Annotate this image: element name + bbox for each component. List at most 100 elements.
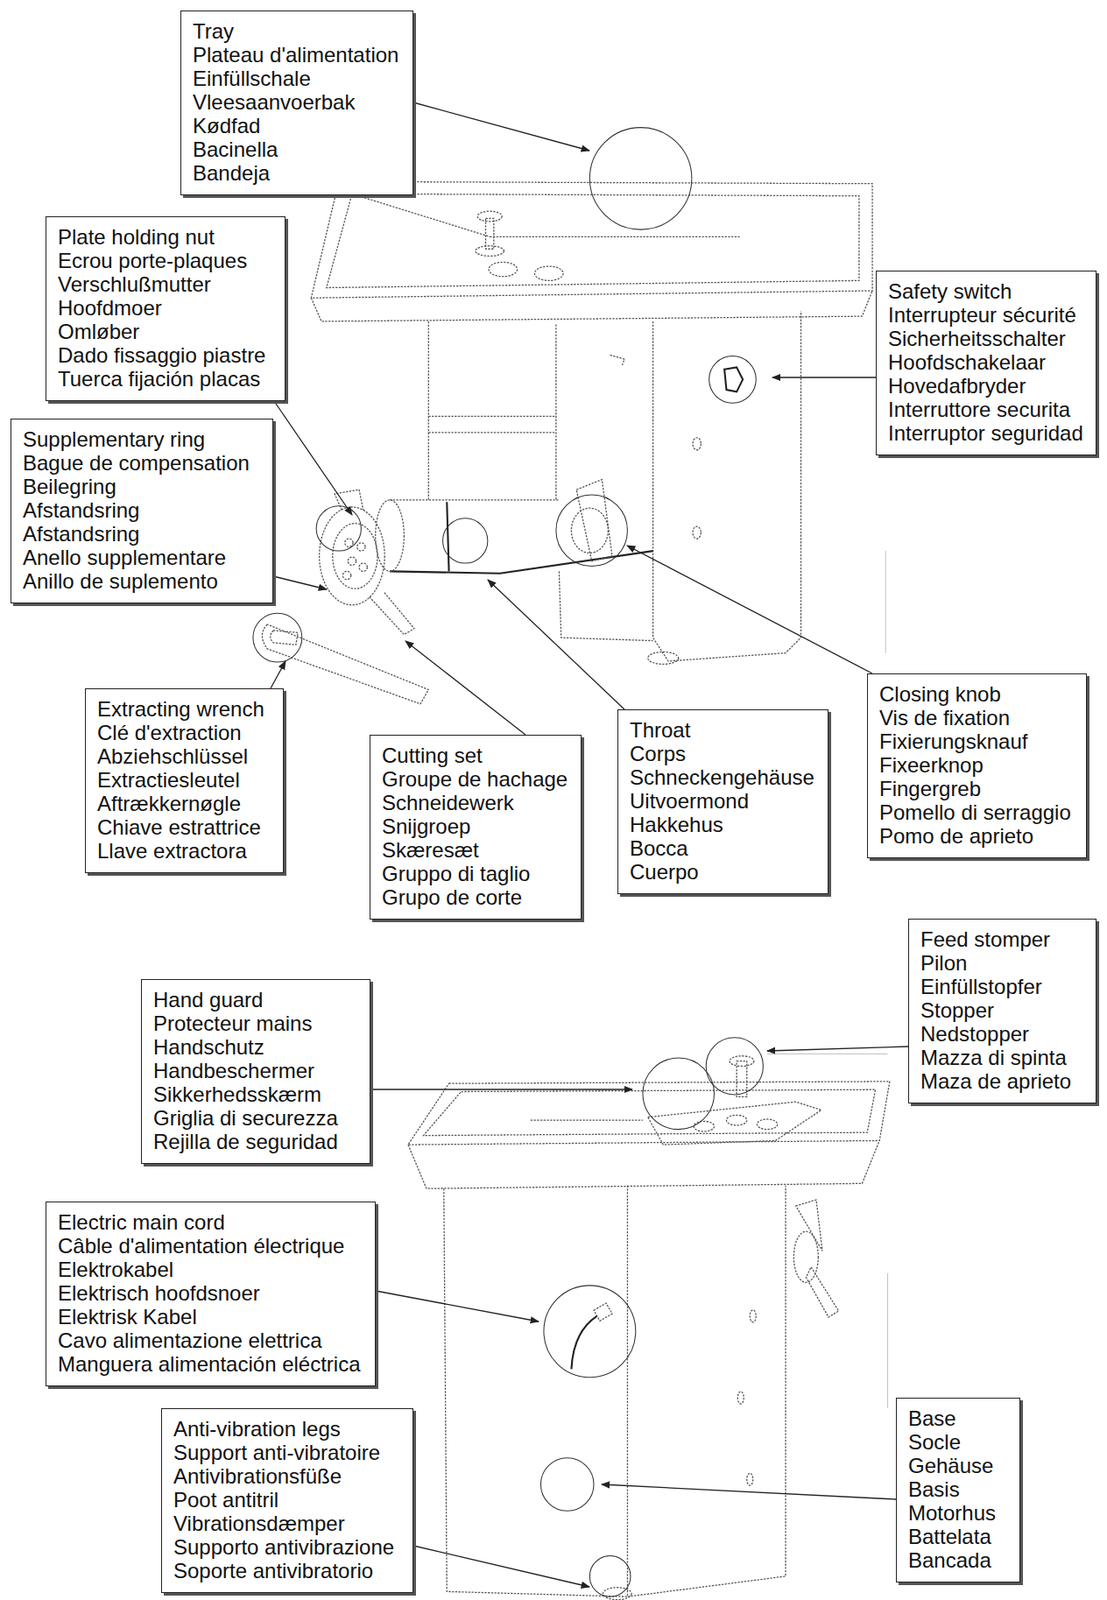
part-name: Hoofdmoer	[57, 296, 275, 320]
part-name: Closing knob	[879, 682, 1076, 706]
guard-hole	[726, 1114, 747, 1126]
callout-circle	[705, 1037, 763, 1095]
label-box: Anti-vibration legsSupport anti-vibratoi…	[161, 1408, 414, 1594]
stomper-base	[475, 246, 505, 257]
part-name: Aftrækkernøgle	[97, 791, 273, 816]
body-side	[653, 310, 802, 662]
leader-line	[627, 545, 873, 674]
part-name: Basis	[908, 1477, 1009, 1502]
label-box: Extracting wrenchClé d'extractionAbziehs…	[84, 688, 284, 874]
closing-knob	[571, 507, 608, 553]
part-name: Fixeerknop	[879, 753, 1076, 777]
part-name: Bancada	[908, 1548, 1009, 1573]
cord-plug	[593, 1303, 613, 1321]
tray-floor-line	[352, 193, 490, 237]
part-name: Elektrisch hoofdsnoer	[57, 1281, 365, 1305]
label-box: Supplementary ringBague de compensationB…	[10, 418, 274, 604]
leader-line	[772, 376, 876, 378]
part-name: Chiave estrattrice	[97, 815, 273, 840]
tray-rim-inner	[326, 193, 860, 288]
throat-end	[375, 500, 405, 572]
part-name: Skæresæt	[381, 838, 571, 862]
part-name: Griglia di securezza	[153, 1106, 360, 1130]
part-name: Sikkerhedsskærm	[153, 1082, 360, 1107]
part-name: Mazza di spinta	[920, 1045, 1086, 1070]
leader-line	[370, 1088, 633, 1090]
part-name: Motorhus	[908, 1501, 1009, 1525]
callout-circle	[540, 1458, 594, 1512]
part-name: Cuerpo	[629, 860, 818, 884]
part-name: Anillo de suplemento	[22, 569, 262, 593]
part-name: Anello supplementare	[22, 545, 262, 570]
throat-top	[389, 499, 559, 501]
part-name: Afstandsring	[22, 521, 262, 546]
part-name: Hand guard	[153, 987, 360, 1012]
part-name: Clé d'extraction	[97, 720, 273, 745]
part-name: Stopper	[920, 998, 1086, 1023]
leader-line	[273, 576, 327, 590]
label-box: Hand guardProtecteur mainsHandschutzHand…	[141, 979, 371, 1164]
leader-line	[375, 1290, 539, 1322]
foot	[648, 651, 679, 664]
part-name: Pomo de aprieto	[879, 824, 1076, 848]
part-name: Support anti-vibratoire	[173, 1440, 402, 1465]
body-edge	[428, 321, 430, 501]
part-name: Cavo alimentazione elettrica	[57, 1328, 365, 1353]
hand-guard	[648, 1101, 822, 1145]
body-hole	[747, 1473, 754, 1486]
background-line	[885, 550, 887, 653]
label-box: BaseSocleGehäuseBasisMotorhusBattelataBa…	[895, 1397, 1021, 1583]
leader-line	[413, 102, 590, 151]
label-box: ThroatCorpsSchneckengehäuseUitvoermondHa…	[617, 709, 829, 895]
part-name: Plate holding nut	[57, 225, 275, 249]
stomper-stem	[486, 218, 494, 249]
part-name: Hakkehus	[629, 812, 818, 837]
part-name: Llave extractora	[97, 839, 273, 863]
label-box: TrayPlateau d'alimentationEinfüllschaleV…	[180, 10, 414, 196]
part-name: Kødfad	[192, 113, 402, 138]
callout-circle	[556, 494, 628, 567]
label-box: Closing knobVis de fixationFixierungskna…	[867, 673, 1087, 859]
leader-line	[274, 401, 353, 515]
part-name: Electric main cord	[57, 1210, 365, 1234]
part-name: Uitvoermond	[629, 789, 818, 813]
part-name: Gehäuse	[908, 1453, 1009, 1478]
part-name: Verschlußmutter	[57, 272, 275, 297]
part-name: Hoofdschakelaar	[888, 350, 1086, 374]
plate-hole	[342, 571, 351, 579]
part-name: Pilon	[920, 951, 1086, 975]
body-hole	[692, 526, 701, 539]
part-name: Pomello di serraggio	[879, 800, 1076, 825]
part-name: Tray	[192, 19, 402, 43]
tray-hole	[488, 261, 518, 276]
part-name: Fingergreb	[879, 776, 1076, 801]
label-box: Electric main cordCâble d'alimentation é…	[45, 1201, 376, 1387]
extracting-wrench	[261, 624, 429, 705]
callout-circle	[253, 613, 303, 663]
callout-circle	[589, 1556, 631, 1598]
part-name: Sicherheitsschalter	[888, 326, 1086, 351]
knob-wing	[796, 1199, 823, 1251]
part-name: Interruttore securita	[888, 397, 1086, 422]
part-name: Gruppo di taglio	[381, 861, 571, 886]
part-name: Anti-vibration legs	[173, 1417, 402, 1441]
leader-line	[487, 579, 625, 710]
callout-circle	[443, 518, 488, 564]
part-name: Handbeschermer	[153, 1058, 360, 1083]
part-name: Interrupteur sécurité	[888, 303, 1086, 327]
part-name: Protecteur mains	[153, 1011, 360, 1036]
part-name: Interruptor seguridad	[888, 421, 1086, 445]
leader-line	[767, 1046, 909, 1051]
part-name: Manguera alimentación eléctrica	[57, 1352, 365, 1376]
label-box: Plate holding nutEcrou porte-plaquesVers…	[45, 216, 286, 402]
part-name: Feed stomper	[920, 927, 1086, 952]
part-name: Maza de aprieto	[920, 1069, 1086, 1093]
switch-symbol	[724, 366, 743, 392]
knob-wing	[576, 479, 613, 562]
label-box: Feed stomperPilonEinfüllstopferStopperNe…	[908, 918, 1097, 1104]
part-name: Socle	[908, 1430, 1009, 1454]
throat-bottom	[389, 550, 654, 574]
closing-knob	[793, 1231, 818, 1283]
label-box: Cutting setGroupe de hachageSchneidewerk…	[369, 734, 582, 920]
tray-hole	[534, 266, 564, 281]
